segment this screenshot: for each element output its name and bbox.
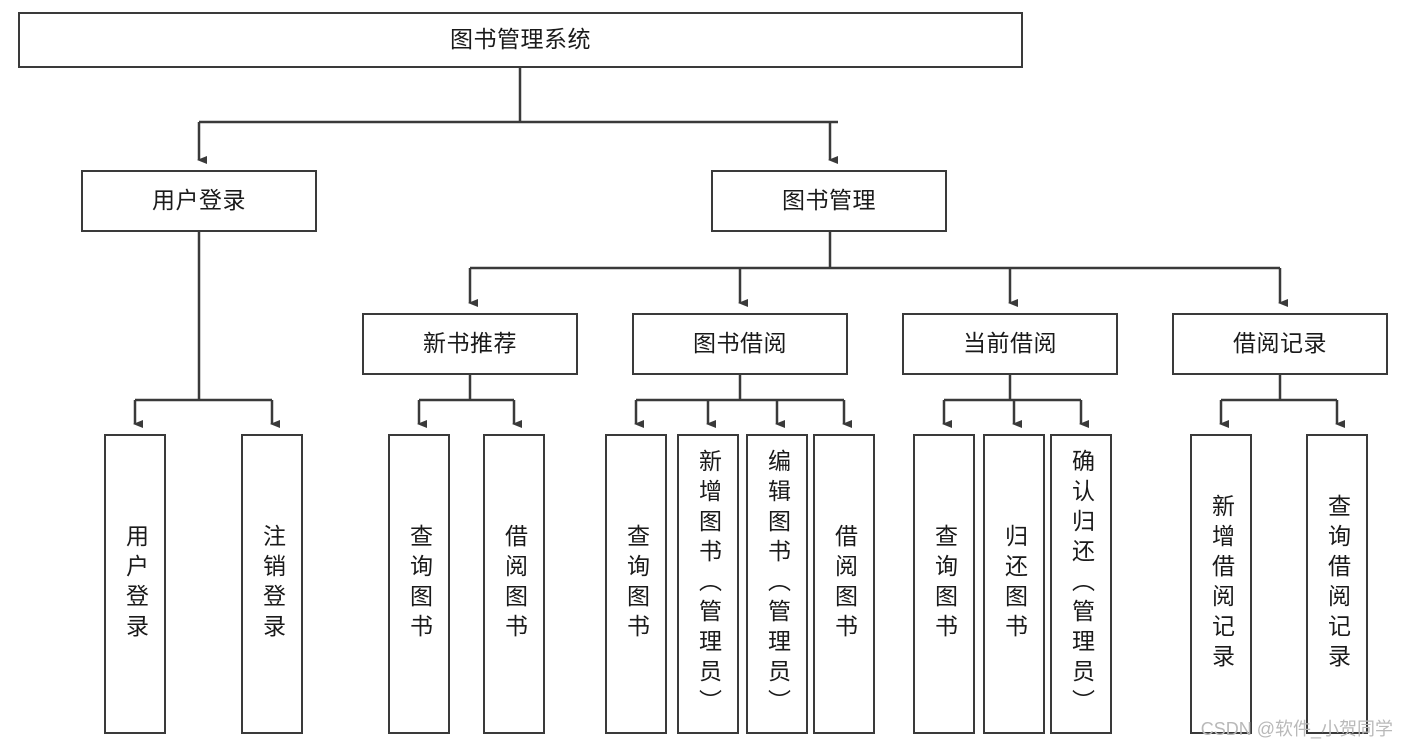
node-label: 新书推荐 <box>423 330 517 357</box>
node-new-book-recommend[interactable]: 新书推荐 <box>362 313 578 375</box>
node-leaf-user-login[interactable]: 用户登录 <box>104 434 166 734</box>
watermark-text: CSDN @软件_小贺同学 <box>1200 719 1393 739</box>
node-leaf-return-book[interactable]: 归还图书 <box>983 434 1045 734</box>
node-leaf-add-book[interactable]: 新增图书（管理员） <box>677 434 739 734</box>
node-label: 借阅图书 <box>501 524 528 644</box>
node-leaf-query-book-borrow[interactable]: 查询图书 <box>605 434 667 734</box>
node-label: 查询借阅记录 <box>1324 494 1351 674</box>
node-label: 图书借阅 <box>693 330 787 357</box>
node-root-system[interactable]: 图书管理系统 <box>18 12 1023 68</box>
node-label: 归还图书 <box>1001 524 1028 644</box>
node-label: 查询图书 <box>931 524 958 644</box>
node-label: 借阅图书 <box>831 524 858 644</box>
node-label: 用户登录 <box>122 524 149 644</box>
node-leaf-edit-book[interactable]: 编辑图书（管理员） <box>746 434 808 734</box>
node-label: 查询图书 <box>406 524 433 644</box>
node-leaf-query-book-cur[interactable]: 查询图书 <box>913 434 975 734</box>
node-label: 新增图书（管理员） <box>695 449 722 719</box>
node-label: 用户登录 <box>152 187 246 214</box>
node-label: 新增借阅记录 <box>1208 494 1235 674</box>
node-book-borrow[interactable]: 图书借阅 <box>632 313 848 375</box>
node-leaf-add-record[interactable]: 新增借阅记录 <box>1190 434 1252 734</box>
node-borrow-record[interactable]: 借阅记录 <box>1172 313 1388 375</box>
node-label: 注销登录 <box>259 524 286 644</box>
node-leaf-query-book-rec[interactable]: 查询图书 <box>388 434 450 734</box>
node-leaf-borrow-book[interactable]: 借阅图书 <box>813 434 875 734</box>
node-label: 图书管理 <box>782 187 876 214</box>
node-book-manage[interactable]: 图书管理 <box>711 170 947 232</box>
node-leaf-logout[interactable]: 注销登录 <box>241 434 303 734</box>
node-label: 当前借阅 <box>963 330 1057 357</box>
node-label: 借阅记录 <box>1233 330 1327 357</box>
node-label: 图书管理系统 <box>450 26 591 53</box>
node-label: 查询图书 <box>623 524 650 644</box>
node-user-login[interactable]: 用户登录 <box>81 170 317 232</box>
node-current-borrow[interactable]: 当前借阅 <box>902 313 1118 375</box>
node-leaf-borrow-book-rec[interactable]: 借阅图书 <box>483 434 545 734</box>
node-label: 确认归还（管理员） <box>1068 449 1095 719</box>
node-leaf-query-record[interactable]: 查询借阅记录 <box>1306 434 1368 734</box>
node-leaf-confirm-return[interactable]: 确认归还（管理员） <box>1050 434 1112 734</box>
node-label: 编辑图书（管理员） <box>764 449 791 719</box>
